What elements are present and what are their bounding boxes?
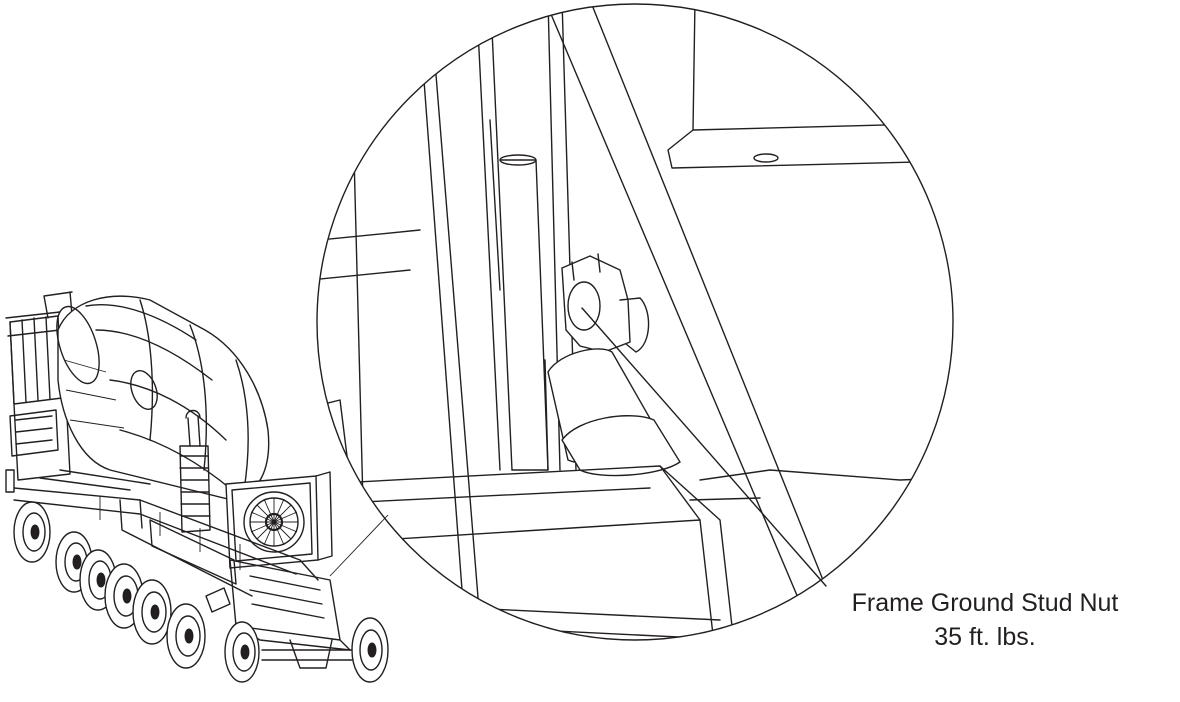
- wheel: [351, 617, 389, 683]
- callout-leader-line: [581, 307, 827, 587]
- detail-leader-line: [329, 514, 389, 577]
- detail-view: [316, 3, 954, 641]
- radiator-fan: [225, 471, 333, 569]
- wheel: [166, 603, 206, 669]
- wheel: [132, 579, 172, 645]
- mixer-drum: [56, 295, 270, 501]
- wheel: [224, 621, 260, 683]
- chassis-frame: [13, 469, 351, 651]
- mixer-truck-illustration: [5, 291, 389, 683]
- exhaust-stack: [179, 409, 211, 533]
- wheel: [13, 501, 51, 563]
- callout-part-name: Frame Ground Stud Nut: [851, 589, 1119, 617]
- wheel-set: [13, 501, 389, 683]
- rear-platform: [5, 291, 73, 493]
- callout-torque-value: 35 ft. lbs.: [934, 623, 1036, 651]
- callout-label: Frame Ground Stud Nut 35 ft. lbs.: [800, 586, 1170, 654]
- detail-circle-outline: [316, 3, 954, 641]
